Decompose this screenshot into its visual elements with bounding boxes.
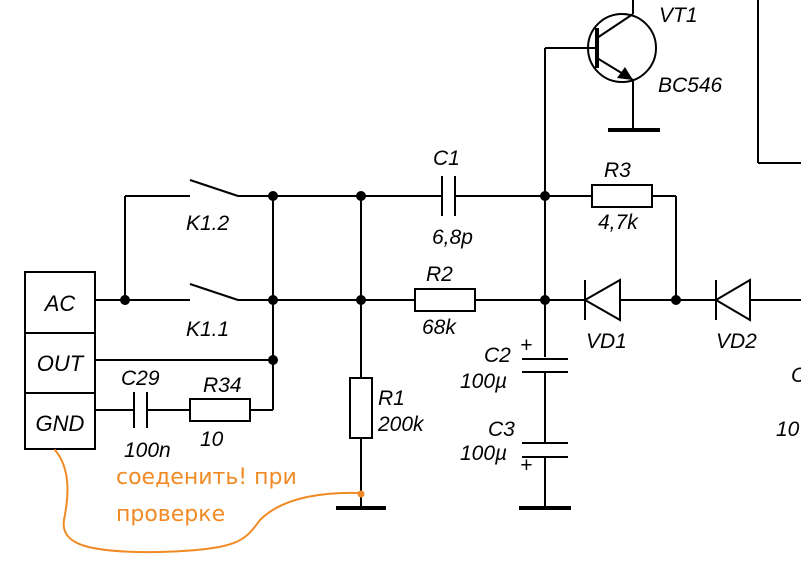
c2-value: 100µ bbox=[460, 370, 507, 393]
c1-value: 6,8p bbox=[432, 226, 473, 249]
pin-out-label: OUT bbox=[37, 351, 85, 376]
r3-ref: R3 bbox=[604, 159, 631, 182]
annotation-line1: соеденить! при bbox=[116, 465, 297, 490]
c1-ref: C1 bbox=[433, 147, 460, 170]
annotation-line2: проверке bbox=[116, 502, 225, 527]
resistor-r34: R34 10 bbox=[189, 374, 251, 451]
vd2-ref: VD2 bbox=[716, 330, 757, 353]
clipped-value-label: 10 bbox=[776, 418, 800, 441]
c29-value: 100n bbox=[124, 439, 171, 462]
resistor-r2: R2 68k bbox=[414, 263, 476, 339]
resistor-r1: R1 200k bbox=[349, 377, 425, 439]
c3-value: 100µ bbox=[460, 442, 507, 465]
vt1-ref: VT1 bbox=[659, 4, 698, 27]
c2-polarity: + bbox=[520, 334, 532, 357]
c29-ref: C29 bbox=[121, 367, 160, 390]
c3-ref: C3 bbox=[488, 418, 515, 441]
ground-symbols bbox=[336, 128, 660, 510]
connector-block: AC OUT GND bbox=[24, 271, 96, 450]
vd1-ref: VD1 bbox=[586, 330, 627, 353]
pin-ac-label: AC bbox=[43, 291, 76, 316]
r3-value: 4,7k bbox=[598, 211, 639, 234]
junction-dots bbox=[120, 191, 681, 365]
capacitor-c3: + C3 100µ bbox=[460, 418, 568, 477]
capacitor-c1: C1 6,8p bbox=[432, 147, 473, 249]
k1-1-ref: K1.1 bbox=[186, 318, 229, 341]
switch-k1-1: K1.1 bbox=[186, 283, 239, 341]
switch-k1-2: K1.2 bbox=[186, 179, 239, 235]
capacitor-c2: + C2 100µ bbox=[460, 334, 568, 393]
r1-value: 200k bbox=[377, 413, 425, 436]
clipped-c-label: C bbox=[791, 364, 801, 387]
c3-polarity: + bbox=[520, 454, 532, 477]
r34-ref: R34 bbox=[203, 374, 242, 397]
capacitor-c29: C29 100n bbox=[121, 367, 171, 462]
transistor-vt1: VT1 BC546 bbox=[587, 0, 723, 97]
wires bbox=[95, 0, 801, 508]
k1-2-ref: K1.2 bbox=[186, 212, 230, 235]
r2-value: 68k bbox=[422, 316, 457, 339]
resistor-r3: R3 4,7k bbox=[591, 159, 653, 234]
diode-vd1: VD1 bbox=[582, 278, 627, 353]
c2-ref: C2 bbox=[484, 344, 511, 367]
pin-gnd-label: GND bbox=[36, 411, 85, 436]
diode-vd2: VD2 bbox=[714, 278, 757, 353]
r34-value: 10 bbox=[200, 428, 224, 451]
handwritten-annotation: соеденить! при проверке bbox=[54, 449, 365, 554]
r2-ref: R2 bbox=[426, 263, 453, 286]
vt1-value: BC546 bbox=[658, 74, 723, 97]
r1-ref: R1 bbox=[378, 387, 405, 410]
